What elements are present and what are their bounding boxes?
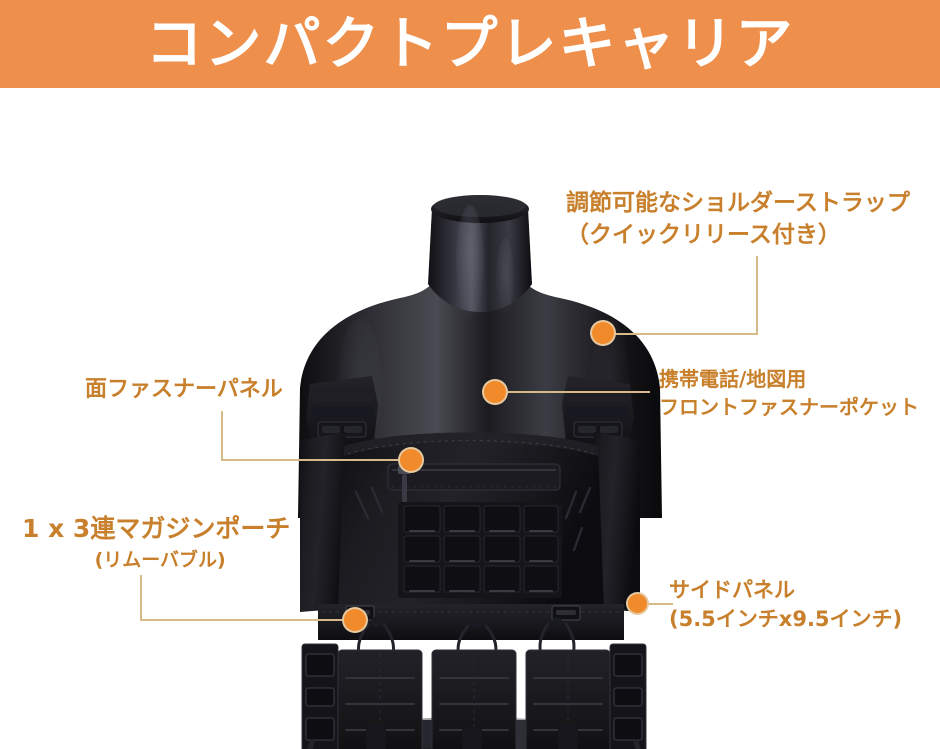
- leader-mag-vertical: [140, 575, 142, 620]
- annotation-front-pocket: 携帯電話/地図用 フロントファスナーポケット: [659, 366, 919, 421]
- annotation-front-pocket-line1: 携帯電話/地図用: [659, 367, 807, 391]
- header-banner: コンパクトプレキャリア: [0, 0, 940, 88]
- annotation-velcro-panel: 面ファスナーパネル: [85, 375, 283, 405]
- annotation-side-panel: サイドパネル (5.5インチx9.5インチ): [669, 576, 902, 634]
- annotation-magazine-pouch-line2: (リムーバブル): [94, 548, 226, 571]
- marker-dot-side-panel: [628, 594, 647, 613]
- annotation-magazine-pouch: 1 x 3連マガジンポーチ (リムーバブル): [22, 512, 290, 573]
- leader-shoulder-horizontal: [608, 333, 758, 335]
- annotation-velcro-panel-line1: 面ファスナーパネル: [85, 377, 283, 402]
- page-title: コンパクトプレキャリア: [145, 10, 795, 77]
- marker-dot-velcro-panel: [400, 449, 422, 471]
- marker-dot-shoulder-strap: [592, 322, 614, 344]
- annotation-shoulder-strap: 調節可能なショルダーストラップ （クイックリリース付き）: [566, 188, 910, 251]
- annotation-shoulder-strap-line2: （クイックリリース付き）: [566, 221, 841, 248]
- annotation-side-panel-line1: サイドパネル: [669, 578, 795, 602]
- leader-shoulder-vertical: [756, 256, 758, 334]
- product-photo-stage: [0, 88, 940, 749]
- marker-dot-magazine-pouch: [344, 609, 366, 631]
- leader-velcro-vertical: [221, 411, 223, 460]
- annotation-side-panel-line2: (5.5インチx9.5インチ): [669, 606, 903, 631]
- leader-mag-horizontal: [140, 619, 353, 621]
- leader-velcro-horizontal: [221, 459, 416, 461]
- annotation-front-pocket-line2: フロントファスナーポケット: [659, 394, 919, 419]
- leader-side-panel: [645, 603, 673, 605]
- annotation-magazine-pouch-line1: 1 x 3連マガジンポーチ: [22, 514, 291, 543]
- marker-dot-front-pocket: [484, 381, 506, 403]
- product-photo: [0, 88, 940, 749]
- leader-front-pocket: [500, 391, 650, 393]
- annotation-shoulder-strap-line1: 調節可能なショルダーストラップ: [566, 190, 910, 216]
